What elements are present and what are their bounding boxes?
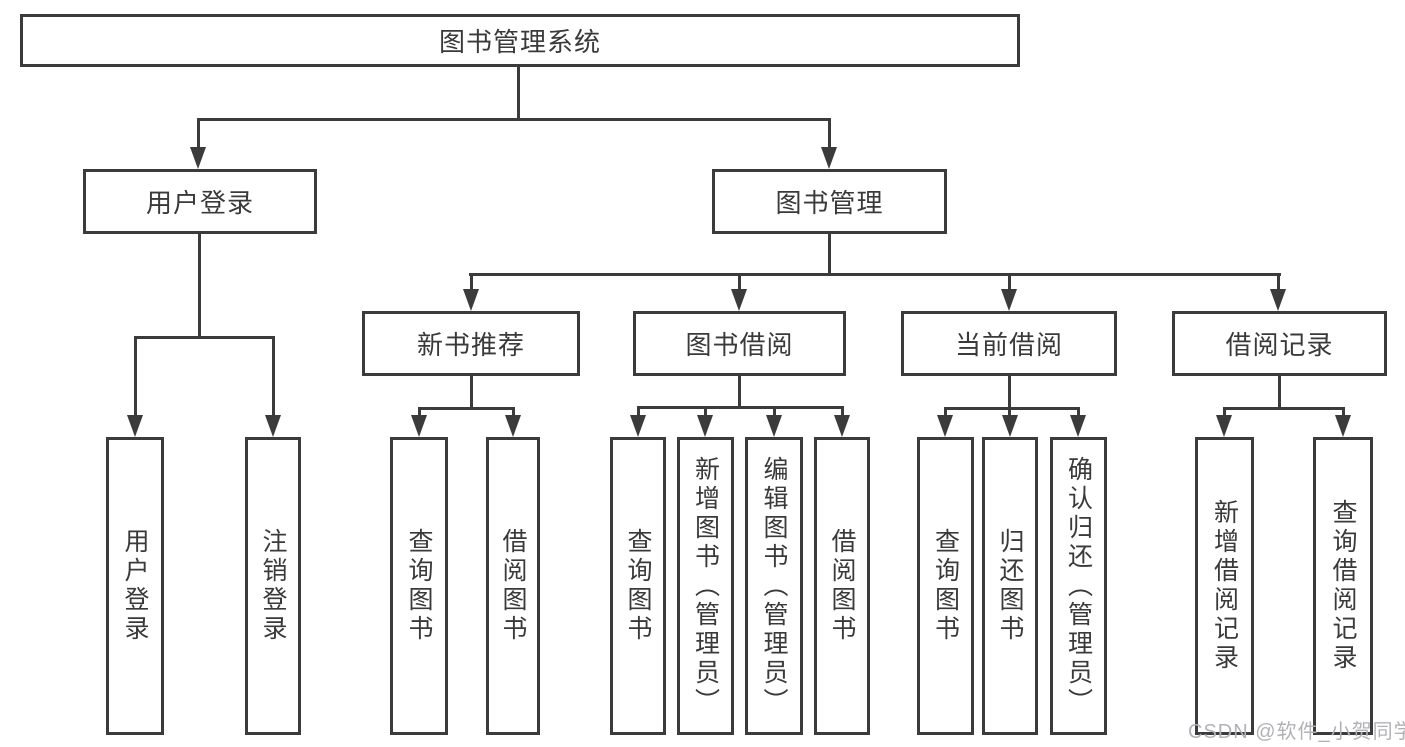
leaf-user-login-label: 用户登录 xyxy=(121,528,149,644)
leaf-records-query-record-label: 查询借阅记录 xyxy=(1329,499,1357,673)
arrowhead-icon xyxy=(505,415,521,437)
connector-line xyxy=(773,406,776,417)
leaf-newbook-query-books-label: 查询图书 xyxy=(405,528,433,644)
arrowhead-icon xyxy=(1070,415,1086,437)
connector-line xyxy=(1277,273,1280,292)
node-book-borrow-label: 图书借阅 xyxy=(685,330,794,360)
connector-line xyxy=(470,273,473,292)
arrowhead-icon xyxy=(937,415,953,437)
connector-line xyxy=(1008,273,1011,292)
connector-line xyxy=(738,273,741,292)
connector-line xyxy=(272,336,275,417)
connector-line xyxy=(704,406,707,417)
leaf-current-confirm-return-admin: 确认归还（管理员） xyxy=(1050,437,1107,735)
leaf-borrow-query-books: 查询图书 xyxy=(610,437,666,735)
leaf-records-add-record-label: 新增借阅记录 xyxy=(1210,499,1239,673)
arrowhead-icon xyxy=(697,415,713,437)
connector-line xyxy=(944,407,1080,410)
connector-line xyxy=(197,118,200,149)
leaf-current-confirm-return-admin-label: 确认归还（管理员） xyxy=(1064,455,1093,717)
connector-line xyxy=(637,406,844,409)
leaf-newbook-borrow-books-label: 借阅图书 xyxy=(499,528,527,644)
node-user-login-label: 用户登录 xyxy=(145,188,254,218)
arrowhead-icon xyxy=(630,415,646,437)
arrowhead-icon xyxy=(834,415,850,437)
connector-line xyxy=(1008,407,1011,417)
connector-line xyxy=(470,376,473,407)
leaf-newbook-borrow-books: 借阅图书 xyxy=(486,437,540,735)
arrowhead-icon xyxy=(411,415,427,437)
connector-line xyxy=(512,407,515,417)
connector-line xyxy=(944,407,947,417)
connector-line xyxy=(841,406,844,417)
connector-line xyxy=(828,234,831,273)
connector-line xyxy=(1223,407,1345,410)
arrowhead-icon xyxy=(463,289,479,311)
connector-line xyxy=(134,336,275,339)
node-library-management-system: 图书管理系统 xyxy=(20,14,1020,67)
connector-line xyxy=(418,407,421,417)
node-current-borrow-label: 当前借阅 xyxy=(954,330,1063,360)
leaf-borrow-borrow-books: 借阅图书 xyxy=(814,437,870,735)
arrowhead-icon xyxy=(1335,415,1351,437)
connector-line xyxy=(828,118,831,149)
connector-line xyxy=(517,67,520,118)
leaf-borrow-edit-books-admin-label: 编辑图书（管理员） xyxy=(760,455,788,717)
leaf-logout-label: 注销登录 xyxy=(259,528,287,644)
leaf-borrow-add-books-admin: 新增图书（管理员） xyxy=(677,437,734,735)
leaf-records-query-record: 查询借阅记录 xyxy=(1313,437,1373,735)
leaf-newbook-query-books: 查询图书 xyxy=(390,437,448,735)
csdn-watermark: CSDN @软件_小贺同学 xyxy=(1188,721,1405,743)
node-library-management-system-label: 图书管理系统 xyxy=(438,27,601,57)
node-current-borrow: 当前借阅 xyxy=(901,311,1117,376)
arrowhead-icon xyxy=(1002,415,1018,437)
leaf-user-login: 用户登录 xyxy=(106,437,164,735)
arrowhead-icon xyxy=(766,415,782,437)
connector-line xyxy=(1077,407,1080,417)
leaf-borrow-edit-books-admin: 编辑图书（管理员） xyxy=(745,437,803,735)
connector-line xyxy=(1342,407,1345,417)
connector-line xyxy=(1008,376,1011,407)
connector-line xyxy=(637,406,640,417)
leaf-current-return-books: 归还图书 xyxy=(982,437,1038,735)
leaf-logout: 注销登录 xyxy=(245,437,301,735)
node-new-book-recommend: 新书推荐 xyxy=(362,311,580,376)
leaf-borrow-query-books-label: 查询图书 xyxy=(624,528,652,644)
connector-line xyxy=(418,407,515,410)
arrowhead-icon xyxy=(1216,415,1232,437)
connector-line xyxy=(1223,407,1226,417)
arrowhead-icon xyxy=(190,147,206,169)
node-new-book-recommend-label: 新书推荐 xyxy=(416,330,525,360)
arrowhead-icon xyxy=(1001,289,1017,311)
connector-line xyxy=(198,234,201,336)
leaf-current-return-books-label: 归还图书 xyxy=(996,528,1024,644)
connector-line xyxy=(134,336,137,417)
node-borrow-records: 借阅记录 xyxy=(1172,311,1387,376)
connector-line xyxy=(469,273,1281,276)
arrowhead-icon xyxy=(731,289,747,311)
connector-line xyxy=(738,376,741,406)
arrowhead-icon xyxy=(1270,289,1286,311)
connector-line xyxy=(1278,376,1281,407)
node-book-management: 图书管理 xyxy=(712,169,947,234)
leaf-borrow-borrow-books-label: 借阅图书 xyxy=(828,528,856,644)
node-user-login: 用户登录 xyxy=(83,169,317,234)
leaf-current-query-books-label: 查询图书 xyxy=(931,528,960,644)
arrowhead-icon xyxy=(265,415,281,437)
connector-line xyxy=(197,118,831,121)
leaf-current-query-books: 查询图书 xyxy=(917,437,974,735)
leaf-borrow-add-books-admin-label: 新增图书（管理员） xyxy=(691,455,720,717)
node-book-management-label: 图书管理 xyxy=(775,188,884,218)
node-book-borrow: 图书借阅 xyxy=(633,311,846,376)
arrowhead-icon xyxy=(127,415,143,437)
leaf-records-add-record: 新增借阅记录 xyxy=(1195,437,1254,735)
node-borrow-records-label: 借阅记录 xyxy=(1225,330,1334,360)
arrowhead-icon xyxy=(821,147,837,169)
